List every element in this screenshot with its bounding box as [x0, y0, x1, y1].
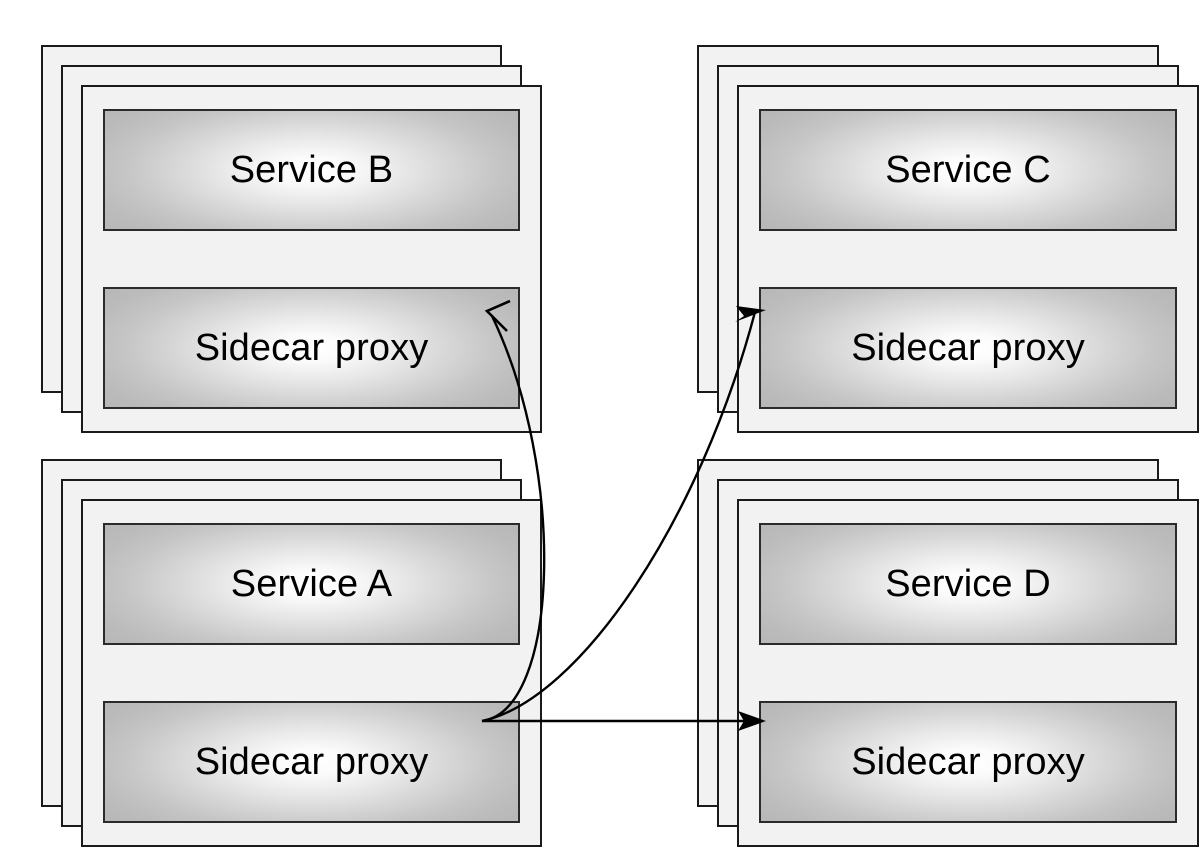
- service-group-service-b[interactable]: Service B Sidecar proxy: [41, 45, 542, 433]
- replica-card-front[interactable]: Service B Sidecar proxy: [81, 85, 542, 433]
- service-label: Service C: [885, 149, 1051, 191]
- sidecar-proxy-box[interactable]: Sidecar proxy: [103, 701, 520, 823]
- service-group-service-a[interactable]: Service A Sidecar proxy: [41, 459, 542, 847]
- sidecar-proxy-box[interactable]: Sidecar proxy: [759, 701, 1177, 823]
- sidecar-proxy-label: Sidecar proxy: [194, 327, 429, 369]
- sidecar-proxy-box[interactable]: Sidecar proxy: [103, 287, 520, 409]
- service-box[interactable]: Service A: [103, 523, 520, 645]
- sidecar-proxy-label: Sidecar proxy: [851, 327, 1085, 369]
- sidecar-proxy-box[interactable]: Sidecar proxy: [759, 287, 1177, 409]
- sidecar-proxy-label: Sidecar proxy: [194, 741, 429, 783]
- replica-card-front[interactable]: Service C Sidecar proxy: [737, 85, 1199, 433]
- sidecar-proxy-label: Sidecar proxy: [851, 741, 1085, 783]
- service-box[interactable]: Service D: [759, 523, 1177, 645]
- service-label: Service B: [229, 149, 394, 191]
- service-label: Service A: [230, 563, 393, 605]
- service-box[interactable]: Service B: [103, 109, 520, 231]
- replica-card-front[interactable]: Service A Sidecar proxy: [81, 499, 542, 847]
- service-label: Service D: [885, 563, 1051, 605]
- service-group-service-c[interactable]: Service C Sidecar proxy: [697, 45, 1199, 433]
- service-group-service-d[interactable]: Service D Sidecar proxy: [697, 459, 1199, 847]
- service-box[interactable]: Service C: [759, 109, 1177, 231]
- replica-card-front[interactable]: Service D Sidecar proxy: [737, 499, 1199, 847]
